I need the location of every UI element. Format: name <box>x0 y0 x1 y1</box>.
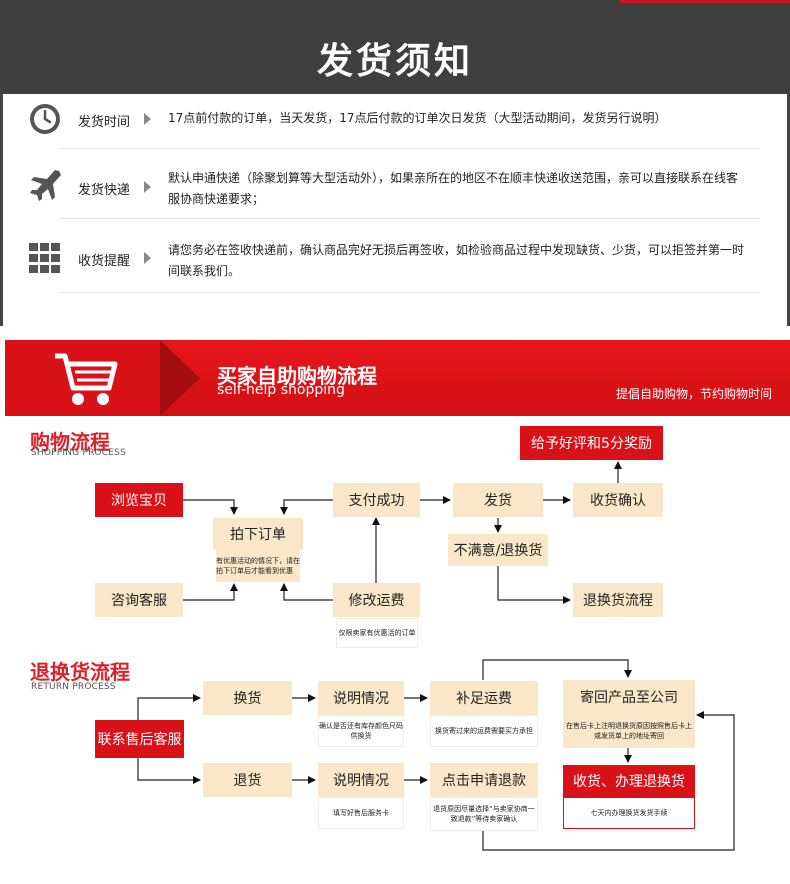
notice-shipping-time: 发货时间 17点前付款的订单，当天发货，17点后付款的订单次日发货（大型活动期间… <box>28 102 768 138</box>
banner-slogan: 提倡自助购物，节约购物时间 <box>615 387 772 401</box>
step-confirm: 收货确认 <box>573 483 663 517</box>
clock-icon <box>28 102 62 136</box>
arrow-right-icon <box>144 252 151 264</box>
banner-title: 买家自助购物流程 <box>217 364 377 388</box>
step-send-back: 寄回产品至公司 <box>563 680 695 714</box>
step-explain-exchange: 说明情况 <box>318 681 404 715</box>
step-explain-refund: 说明情况 <box>318 763 404 797</box>
step-shipping-fee: 补足运费 <box>430 681 538 715</box>
step-ship: 发货 <box>453 483 543 517</box>
explain-refund-note: 填写好售后服务卡 <box>318 797 404 829</box>
step-apply-refund: 点击申请退款 <box>430 763 538 797</box>
banner-arrow <box>160 340 200 416</box>
step-consult: 咨询客服 <box>95 583 183 617</box>
accent-line <box>620 0 790 3</box>
apply-refund-note: 退货原因尽量选择“与卖家协商一致退款”等待卖家确认 <box>430 797 538 831</box>
step-order: 拍下订单 <box>213 518 303 550</box>
page-title: 发货须知 <box>316 41 473 82</box>
notice-text: 默认申通快递（除聚划算等大型活动外），如果亲所在的地区不在顺丰快递收送范围，亲可… <box>168 171 739 206</box>
arrow-right-icon <box>144 181 151 193</box>
step-reward: 给予好评和5分奖励 <box>520 426 663 460</box>
step-receive-process: 收货、办理退换货 <box>563 765 695 797</box>
notice-label: 发货时间 <box>78 115 131 130</box>
send-back-note: 在售后卡上注明退换货原因按照售后卡上或发货单上的地址寄回 <box>563 714 695 748</box>
modify-note: 仅限卖家有优惠活的订单 <box>336 618 418 648</box>
step-contact-service: 联系售后客服 <box>95 720 184 758</box>
notice-label: 收货提醒 <box>78 254 131 269</box>
order-note: 有优惠活动的情况下，请在拍下订单后才能看到优惠 <box>216 550 300 582</box>
cart-panel <box>5 340 160 416</box>
top-header: 发货须知 <box>0 0 790 94</box>
notice-receipt: 收货提醒 请您务必在签收快递前，确认商品完好无损后再签收，如检验商品过程中发现缺… <box>28 238 768 284</box>
step-modify-fee: 修改运费 <box>333 583 420 617</box>
self-help-banner: 买家自助购物流程 self-help shopping 提倡自助购物，节约购物时… <box>5 340 790 416</box>
notice-label: 发货快递 <box>78 183 131 198</box>
step-return-flow: 退换货流程 <box>573 583 663 617</box>
divider <box>60 292 760 293</box>
step-refund: 退货 <box>203 763 292 797</box>
arrow-right-icon <box>144 113 151 125</box>
frame-left <box>0 94 3 326</box>
step-exchange: 换货 <box>203 681 292 715</box>
shipping-fee-note: 换货寄过来的运费需要买方承担 <box>430 715 538 747</box>
return-section-title: 退换货流程 <box>30 660 130 684</box>
receive-note: 七天内办理换货发货手续 <box>563 797 695 829</box>
banner-subtitle: self-help shopping <box>217 382 345 398</box>
notice-text: 17点前付款的订单，当天发货，17点后付款的订单次日发货（大型活动期间，发货另行… <box>168 111 667 125</box>
frame-right <box>787 94 790 326</box>
shopping-section-subtitle: SHOPPING PROCESS <box>31 448 127 458</box>
shopping-cart-icon <box>53 350 119 412</box>
return-section-subtitle: RETURN PROCESS <box>31 682 116 692</box>
divider <box>60 218 760 219</box>
divider <box>60 148 760 149</box>
step-pay: 支付成功 <box>333 483 420 517</box>
step-unhappy: 不满意/退换货 <box>448 534 548 566</box>
shopping-section-title: 购物流程 <box>30 430 110 454</box>
step-browse: 浏览宝贝 <box>95 483 183 517</box>
notice-courier: 发货快递 默认申通快递（除聚划算等大型活动外），如果亲所在的地区不在顺丰快递收送… <box>28 166 768 212</box>
airplane-icon <box>28 168 62 202</box>
grid-icon <box>28 242 62 276</box>
explain-exchange-note: 确认是否还有库存颜色尺码供换货 <box>318 715 404 747</box>
notice-text: 请您务必在签收快递前，确认商品完好无损后再签收，如检验商品过程中发现缺货、少货，… <box>168 243 745 278</box>
